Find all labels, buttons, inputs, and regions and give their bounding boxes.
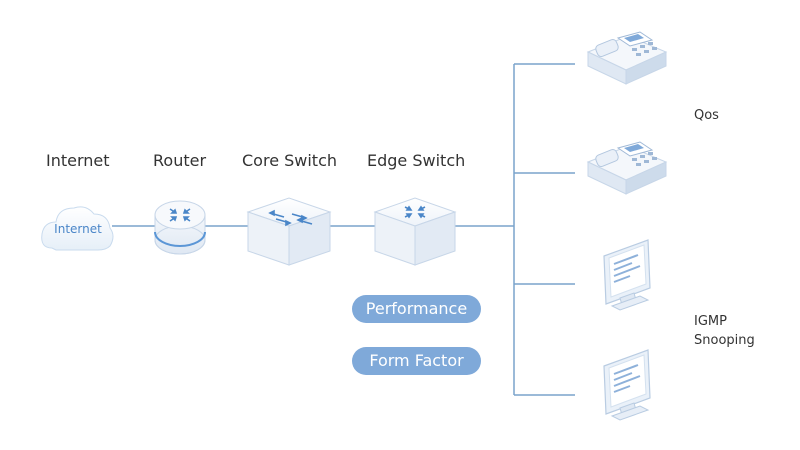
form-factor-badge: Form Factor <box>352 347 481 375</box>
label-edge-switch: Edge Switch <box>367 151 466 170</box>
monitor-icon <box>603 349 651 421</box>
label-igmp-snooping: IGMP Snooping <box>694 312 755 350</box>
performance-badge: Performance <box>352 295 481 323</box>
label-igmp-line1: IGMP <box>694 314 727 329</box>
label-internet: Internet <box>46 151 110 170</box>
label-qos: Qos <box>694 108 719 123</box>
core-switch-icon <box>246 197 332 266</box>
label-router: Router <box>153 151 207 170</box>
router-icon <box>154 200 206 255</box>
cloud-label: Internet <box>54 222 102 236</box>
cloud-icon <box>41 206 114 251</box>
ip-phone-icon <box>586 31 668 85</box>
edge-switch-icon <box>373 197 457 266</box>
connection-lines <box>112 63 575 396</box>
label-igmp-line2: Snooping <box>694 333 755 348</box>
label-core-switch: Core Switch <box>242 151 338 170</box>
monitor-icon <box>603 239 651 311</box>
ip-phone-icon <box>586 141 668 195</box>
